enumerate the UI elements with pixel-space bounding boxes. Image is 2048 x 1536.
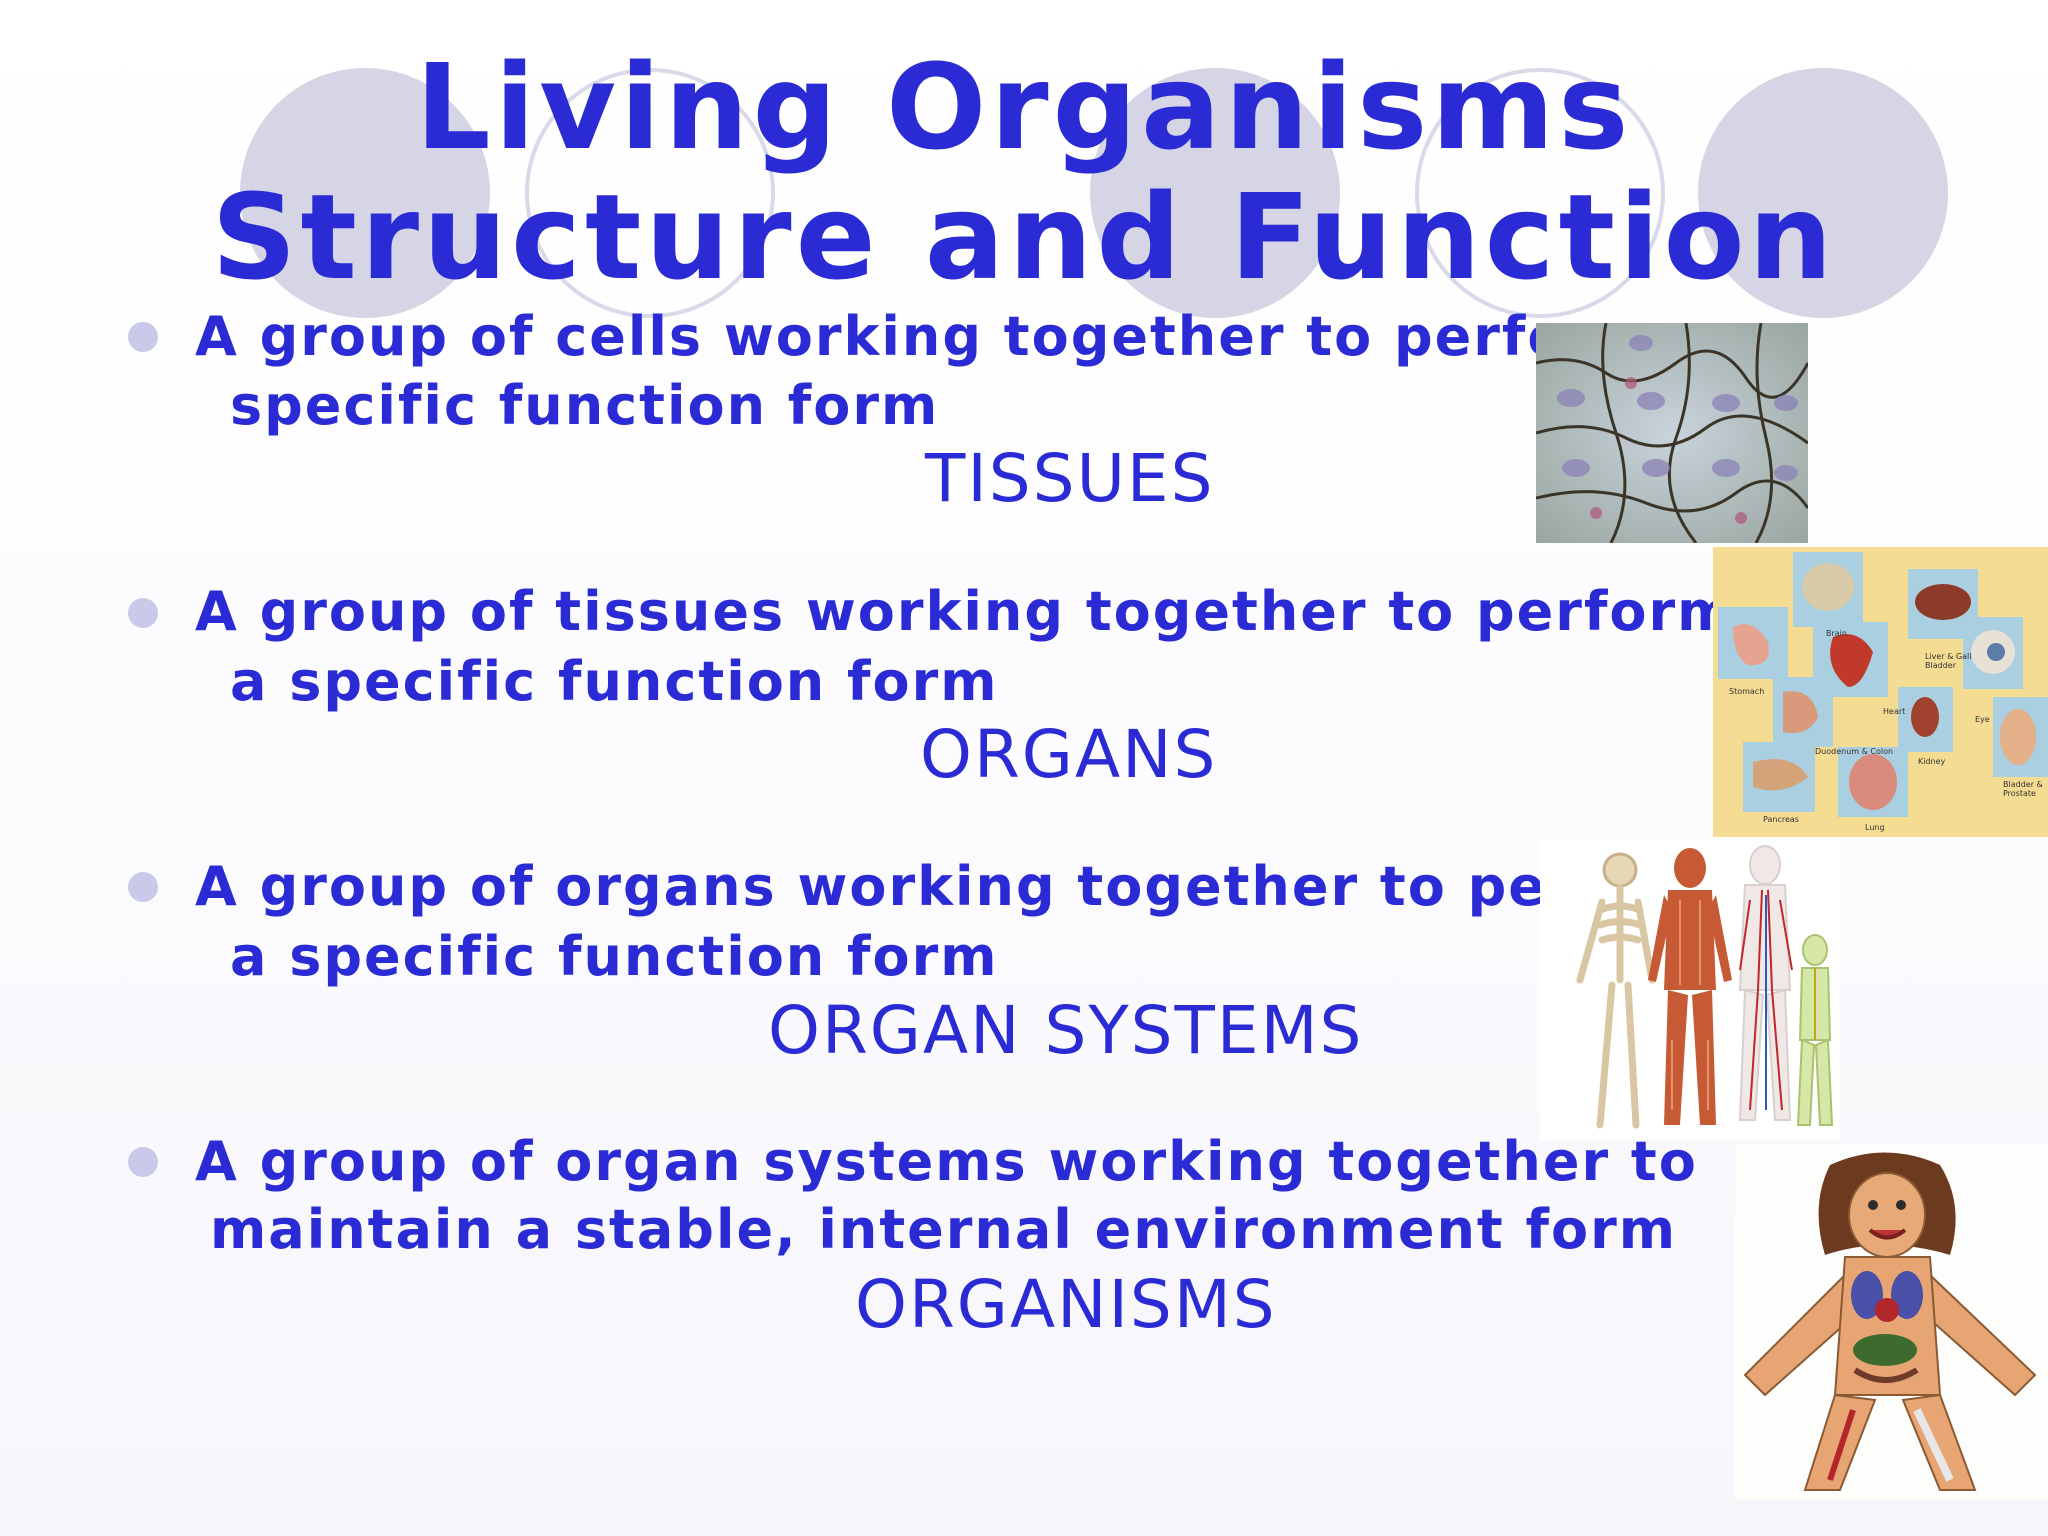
bullet-icon bbox=[128, 872, 158, 902]
organ-label-duodenum: Duodenum & Colon bbox=[1815, 747, 1894, 756]
item-3-term: ORGAN SYSTEMS bbox=[768, 992, 1364, 1069]
organ-label-pancreas: Pancreas bbox=[1763, 815, 1799, 824]
item-2-line1: A group of tissues working together to p… bbox=[195, 580, 1736, 643]
organ-label-liver: Liver & Gall Bladder bbox=[1925, 652, 1972, 670]
bullet-icon bbox=[128, 322, 158, 352]
item-4-line2: maintain a stable, internal environment … bbox=[210, 1198, 1678, 1261]
item-3-line1: A group of organs working together to pe… bbox=[195, 855, 1728, 918]
organs-chart-image: Brain Liver & Gall Bladder Stomach Heart… bbox=[1713, 547, 2048, 837]
organ-systems-figures-image bbox=[1540, 840, 1840, 1140]
organ-label-heart: Heart bbox=[1883, 707, 1906, 716]
bullet-icon bbox=[128, 598, 158, 628]
organ-label-bladder: Bladder & Prostate bbox=[2003, 780, 2043, 798]
item-1-line1: A group of cells working together to per… bbox=[195, 305, 1713, 368]
bullet-icon bbox=[128, 1147, 158, 1177]
item-1-term: TISSUES bbox=[925, 440, 1215, 517]
item-2-line2: a specific function form bbox=[230, 650, 999, 713]
tissue-cells-image bbox=[1536, 323, 1808, 543]
decor-ring-1 bbox=[525, 68, 775, 318]
item-1-line2: specific function form bbox=[230, 374, 940, 437]
item-2-term: ORGANS bbox=[920, 716, 1218, 793]
organ-label-lung: Lung bbox=[1865, 823, 1885, 832]
decor-ring-2 bbox=[1415, 68, 1665, 318]
decor-circle-1 bbox=[240, 68, 490, 318]
decor-circle-3 bbox=[1698, 68, 1948, 318]
organ-label-brain: Brain bbox=[1826, 629, 1847, 638]
item-3-line2: a specific function form bbox=[230, 925, 999, 988]
slide-title-line1: Living Organisms bbox=[415, 38, 1633, 176]
organ-label-kidney: Kidney bbox=[1918, 757, 1946, 766]
decor-circle-2 bbox=[1090, 68, 1340, 318]
organ-label-eye: Eye bbox=[1975, 715, 1990, 724]
item-4-term: ORGANISMS bbox=[855, 1266, 1277, 1343]
slide-title-line2: Structure and Function bbox=[211, 168, 1837, 306]
organ-label-stomach: Stomach bbox=[1729, 687, 1765, 696]
organism-drawing-image bbox=[1735, 1145, 2048, 1500]
item-4-line1: A group of organ systems working togethe… bbox=[195, 1130, 1698, 1193]
